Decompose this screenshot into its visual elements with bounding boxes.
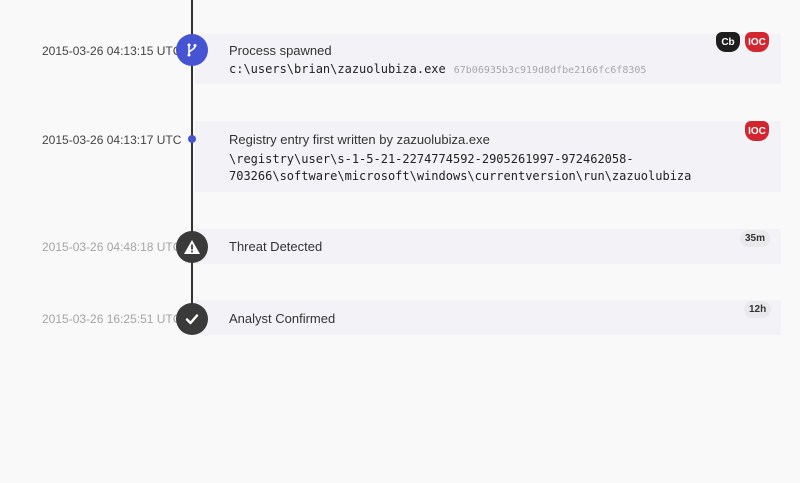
ioc-badge[interactable]: IOC bbox=[745, 121, 769, 141]
elapsed-time-badge: 35m bbox=[740, 230, 771, 247]
registry-path-line-2[interactable]: 703266\software\microsoft\windows\curren… bbox=[229, 169, 692, 183]
event-timestamp: 2015-03-26 16:25:51 UTC bbox=[42, 312, 182, 326]
event-title: Threat Detected bbox=[229, 239, 323, 254]
event-card-analyst-confirmed[interactable] bbox=[195, 300, 781, 335]
event-dot bbox=[188, 135, 196, 143]
checkmark-icon bbox=[185, 314, 199, 325]
ioc-badge[interactable]: IOC bbox=[745, 32, 769, 52]
event-timestamp: 2015-03-26 04:13:17 UTC bbox=[42, 133, 182, 147]
event-node bbox=[176, 231, 208, 263]
event-card-registry[interactable] bbox=[195, 121, 781, 192]
branch-icon bbox=[187, 43, 197, 57]
timeline-rail bbox=[191, 0, 193, 333]
event-card-threat-detected[interactable] bbox=[195, 229, 781, 264]
event-node bbox=[176, 303, 208, 335]
event-title: Analyst Confirmed bbox=[229, 311, 336, 326]
event-title: Registry entry first written by zazuolub… bbox=[229, 132, 490, 147]
elapsed-time-badge: 12h bbox=[744, 301, 772, 318]
registry-path-line-1[interactable]: \registry\user\s-1-5-21-2274774592-29052… bbox=[229, 152, 634, 166]
process-hash[interactable]: 67b06935b3c919d8dfbe2166fc6f8305 bbox=[453, 65, 647, 76]
event-title: Process spawned bbox=[229, 43, 332, 58]
event-timestamp: 2015-03-26 04:48:18 UTC bbox=[42, 240, 182, 254]
event-node bbox=[176, 34, 208, 66]
event-card-process-spawned[interactable] bbox=[195, 34, 781, 84]
event-detail: c:\users\brian\zazuolubiza.exe 67b06935b3… bbox=[229, 60, 646, 80]
event-timestamp: 2015-03-26 04:13:15 UTC bbox=[42, 44, 182, 58]
cb-badge[interactable]: Cb bbox=[716, 32, 740, 52]
warning-icon bbox=[184, 240, 200, 254]
process-path[interactable]: c:\users\brian\zazuolubiza.exe bbox=[229, 62, 446, 76]
